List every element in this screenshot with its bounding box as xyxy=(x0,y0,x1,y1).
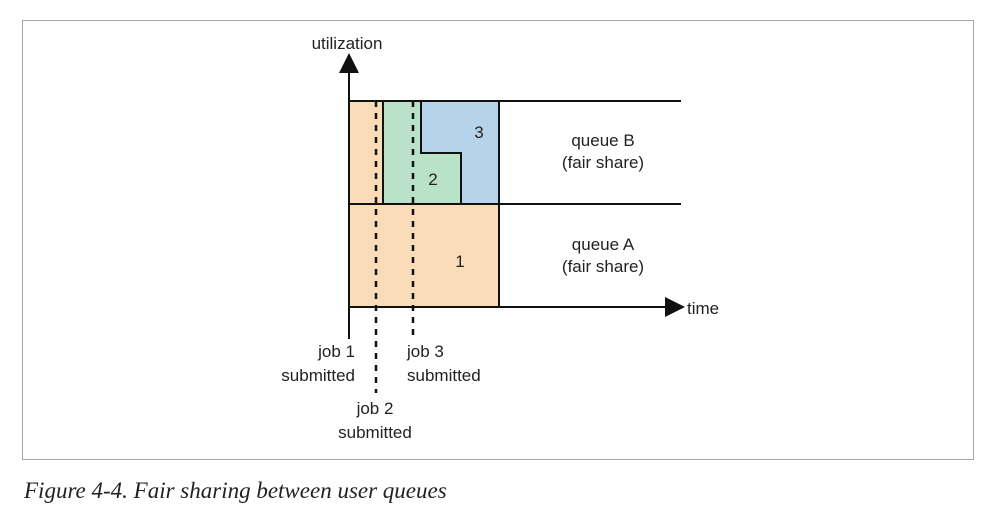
job3-label: 3 xyxy=(474,123,483,142)
job2-label: 2 xyxy=(428,170,437,189)
job2-outline xyxy=(382,101,462,204)
queue-a-name: queue A xyxy=(572,235,635,254)
job1-event-line1: job 1 xyxy=(317,342,355,361)
fair-sharing-diagram: utilization time 3 2 1 queue B (fair sha… xyxy=(281,34,719,442)
job2-region xyxy=(383,101,461,204)
job3-event-line1: job 3 xyxy=(406,342,444,361)
job2-event-line1: job 2 xyxy=(356,399,394,418)
job2-event-line2: submitted xyxy=(338,423,412,442)
figure-frame: utilization time 3 2 1 queue B (fair sha… xyxy=(22,20,974,460)
job1-region xyxy=(349,204,499,307)
y-axis-label: utilization xyxy=(312,34,383,53)
job3-event-line2: submitted xyxy=(407,366,481,385)
queue-a-note: (fair share) xyxy=(562,257,644,276)
x-axis-label: time xyxy=(687,299,719,318)
figure-caption: Figure 4-4. Fair sharing between user qu… xyxy=(24,478,447,503)
queue-b-note: (fair share) xyxy=(562,153,644,172)
job1-label: 1 xyxy=(455,252,464,271)
job1-queue-b-region xyxy=(349,101,383,204)
job1-event-line2: submitted xyxy=(281,366,355,385)
queue-b-name: queue B xyxy=(571,131,634,150)
